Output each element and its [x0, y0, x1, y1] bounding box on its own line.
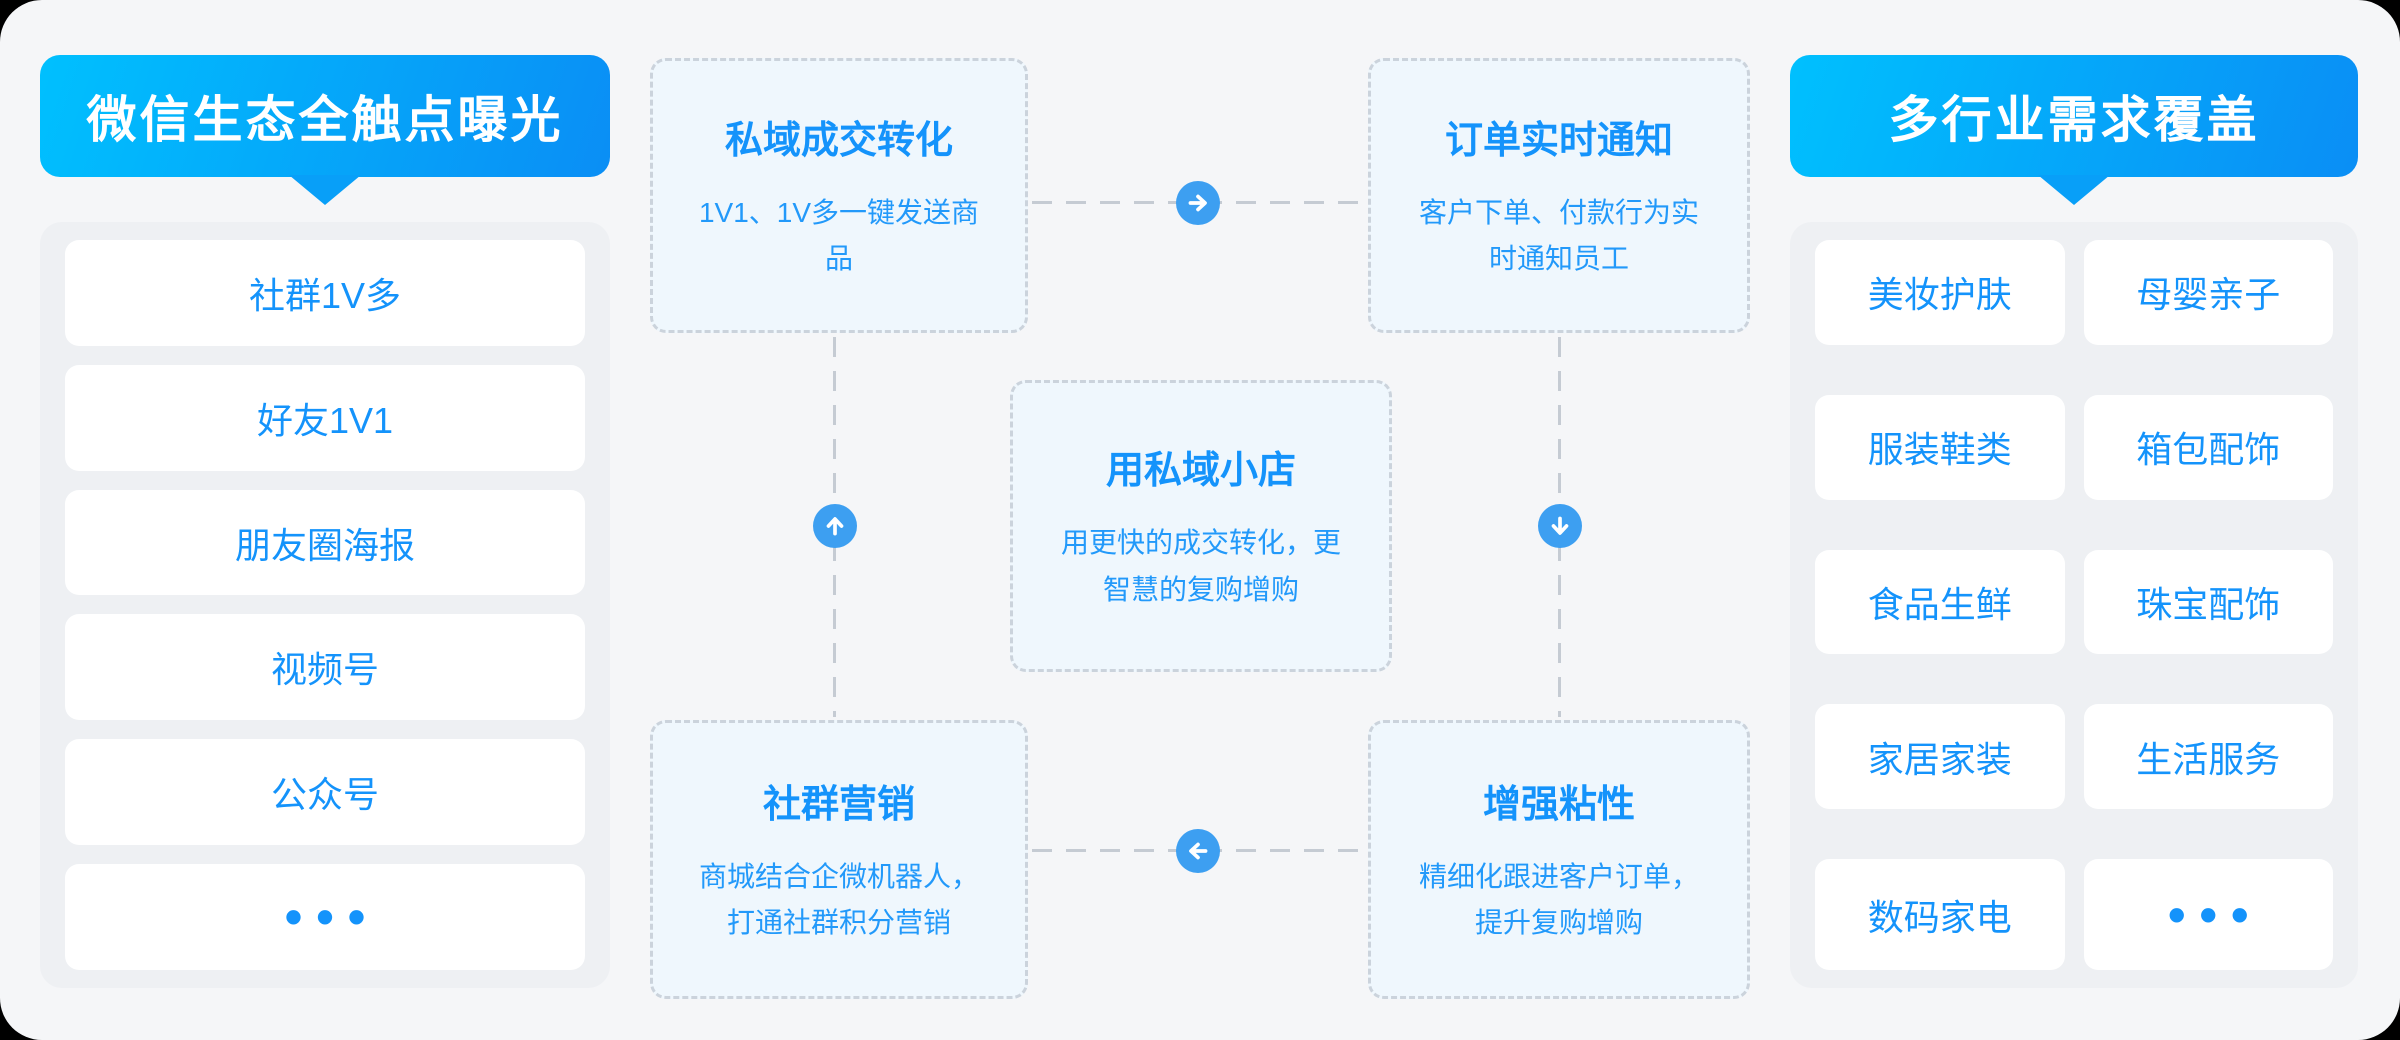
flow-box-title: 私域成交转化 — [724, 119, 953, 162]
arrow-left-icon — [1176, 829, 1220, 873]
flow-box-increase-stickiness: 增强粘性 精细化跟进客户订单，提升复购增购 — [1368, 720, 1750, 999]
flow-box-private-conversion: 私域成交转化 1V1、1V多一键发送商品 — [650, 58, 1028, 333]
flow-box-desc: 精细化跟进客户订单，提升复购增购 — [1418, 860, 1699, 938]
flow-box-title: 用私域小店 — [1105, 450, 1296, 493]
flow-box-desc: 1V1、1V多一键发送商品 — [698, 196, 980, 274]
industry-item: 食品生鲜 — [1815, 549, 2065, 655]
industry-item: 珠宝配饰 — [2083, 549, 2333, 655]
flow-box-desc: 用更快的成交转化，更智慧的复购增购 — [1060, 527, 1341, 605]
industry-item: 美妆护肤 — [1815, 240, 2065, 345]
flow-box-private-shop-center: 用私域小店 用更快的成交转化，更智慧的复购增购 — [1010, 380, 1392, 672]
industry-grid-panel: 美妆护肤 母婴亲子 服装鞋类 箱包配饰 食品生鲜 珠宝配饰 家居家装 生活服务 … — [1790, 222, 2358, 988]
right-panel-header: 多行业需求覆盖 — [1790, 55, 2358, 205]
industry-item-more: ••• — [2083, 859, 2333, 970]
channel-item: 朋友圈海报 — [65, 489, 585, 596]
bubble-pointer-down-icon — [289, 175, 361, 205]
flow-box-community-marketing: 社群营销 商城结合企微机器人，打通社群积分营销 — [650, 720, 1028, 999]
flow-box-title: 社群营销 — [762, 783, 915, 826]
flow-box-desc: 商城结合企微机器人，打通社群积分营销 — [698, 860, 979, 938]
flow-box-title: 增强粘性 — [1482, 783, 1635, 826]
channel-item: 公众号 — [65, 739, 585, 846]
industry-item: 服装鞋类 — [1815, 394, 2065, 500]
industry-item: 家居家装 — [1815, 704, 2065, 810]
flow-box-desc: 客户下单、付款行为实时通知员工 — [1418, 196, 1699, 274]
left-panel-title: 微信生态全触点曝光 — [86, 92, 564, 148]
flow-box-order-notification: 订单实时通知 客户下单、付款行为实时通知员工 — [1368, 58, 1750, 333]
bubble-pointer-down-icon — [2038, 175, 2110, 205]
arrow-right-icon — [1176, 181, 1220, 225]
industry-item: 数码家电 — [1815, 859, 2065, 970]
channel-item: 社群1V多 — [65, 240, 585, 346]
arrow-down-icon — [1538, 504, 1582, 548]
channel-list-panel: 社群1V多 好友1V1 朋友圈海报 视频号 公众号 ••• — [40, 222, 610, 988]
left-panel-header: 微信生态全触点曝光 — [40, 55, 610, 205]
industry-item: 母婴亲子 — [2083, 240, 2333, 345]
right-panel-title: 多行业需求覆盖 — [1888, 92, 2260, 148]
industry-item: 箱包配饰 — [2083, 394, 2333, 500]
industry-item: 生活服务 — [2083, 704, 2333, 810]
channel-item: 视频号 — [65, 614, 585, 721]
arrow-up-icon — [813, 504, 857, 548]
channel-item: 好友1V1 — [65, 364, 585, 471]
flow-box-title: 订单实时通知 — [1444, 119, 1673, 162]
channel-item-more: ••• — [65, 864, 585, 970]
